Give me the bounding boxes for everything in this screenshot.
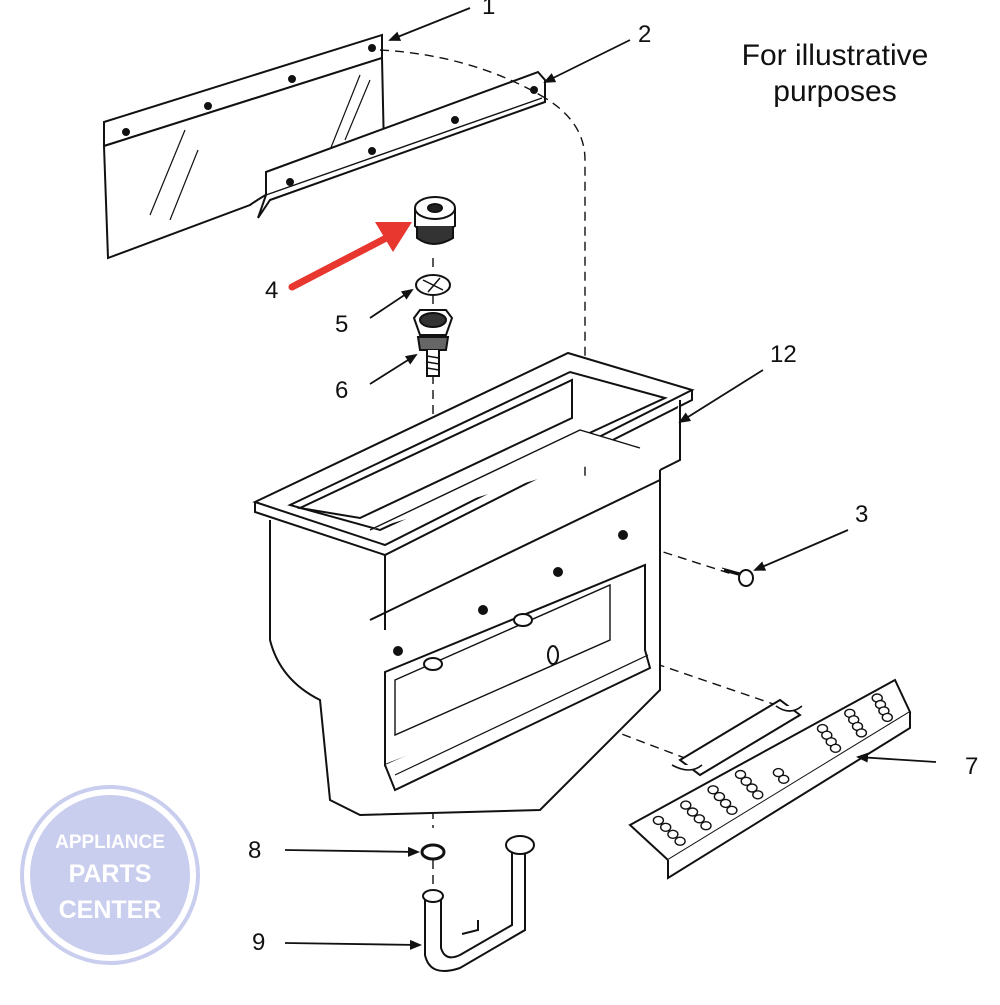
- part-7-perforated-cover: [628, 678, 912, 880]
- perforation-hole: [707, 785, 719, 795]
- perforation-hole: [719, 798, 732, 809]
- leader-1: [388, 7, 471, 41]
- watermark-line-1: APPLIANCE: [55, 832, 165, 853]
- callout-7: 7: [965, 753, 978, 780]
- part-8-o-ring: [420, 843, 446, 861]
- callout-3: 3: [855, 501, 868, 528]
- leader-2: [543, 39, 631, 83]
- leader-7: [856, 752, 937, 763]
- part-3-screw: [721, 567, 754, 587]
- perforation-hole: [778, 774, 790, 784]
- part-4-fitting: [414, 196, 456, 245]
- cover-perforations: [652, 693, 893, 846]
- leader-6: [369, 353, 418, 385]
- part-5-washer: [415, 274, 451, 296]
- part-6-drain-fitting: [412, 309, 454, 377]
- leader-3: [753, 529, 849, 571]
- perforation-hole: [855, 728, 868, 738]
- watermark-logo: APPLIANCE PARTS CENTER: [20, 785, 200, 965]
- callout-6: 6: [335, 377, 348, 404]
- callout-9: 9: [252, 929, 265, 956]
- callout-4: 4: [265, 277, 278, 304]
- leader-5: [369, 288, 414, 319]
- part-2-mounting-strip: [257, 70, 546, 219]
- callout-5: 5: [335, 311, 348, 338]
- perforation-hole: [700, 821, 712, 831]
- watermark-line-3: CENTER: [59, 896, 162, 924]
- leader-9: [284, 939, 422, 950]
- leader-lines: [284, 7, 937, 950]
- leader-12: [678, 369, 764, 424]
- highlight-arrow: [288, 222, 412, 291]
- perforation-hole: [746, 783, 758, 793]
- part-9-drain-tube: [422, 835, 535, 972]
- perforation-hole: [693, 814, 705, 824]
- watermark-line-2: PARTS: [69, 860, 152, 888]
- perforation-hole: [734, 769, 747, 780]
- perforation-hole: [772, 767, 785, 778]
- perforation-hole: [726, 805, 738, 815]
- part-12-drain-pan: [252, 351, 695, 817]
- perforation-hole: [713, 791, 726, 802]
- perforation-hole: [660, 822, 672, 832]
- perforation-hole: [752, 790, 764, 800]
- perforation-hole: [881, 712, 893, 723]
- perforation-hole: [674, 836, 686, 846]
- illustrative-note: For illustrative purposes: [700, 38, 970, 110]
- perforation-hole: [829, 743, 842, 753]
- perforation-hole: [680, 800, 692, 810]
- perforation-hole: [740, 776, 752, 786]
- part-1-curtain: [102, 33, 386, 260]
- callout-2: 2: [638, 21, 651, 48]
- illustrative-note-line-2: purposes: [773, 75, 897, 108]
- perforation-hole: [686, 807, 699, 817]
- callout-12: 12: [770, 341, 797, 368]
- callout-1: 1: [482, 0, 495, 20]
- perforation-hole: [652, 815, 665, 826]
- leader-8: [284, 846, 420, 857]
- perforation-hole: [667, 829, 679, 839]
- callout-8: 8: [248, 837, 261, 864]
- illustrative-note-line-1: For illustrative: [741, 39, 929, 72]
